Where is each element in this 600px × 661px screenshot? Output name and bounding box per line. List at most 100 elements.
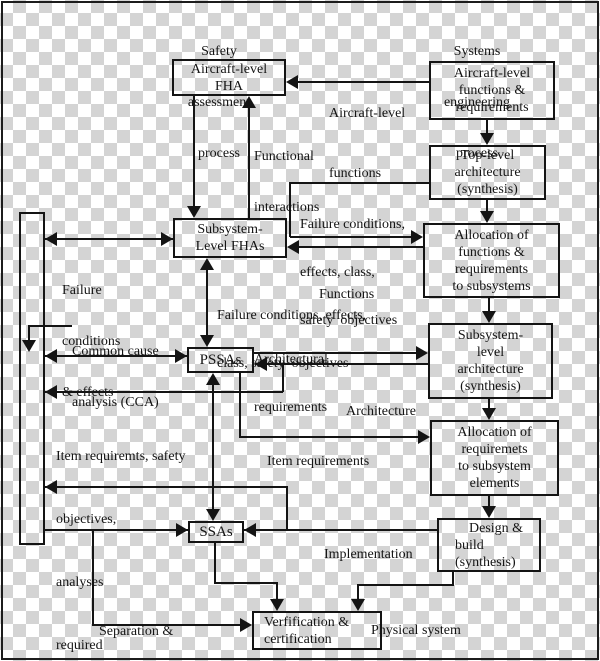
- label-line: Architecture: [346, 404, 416, 419]
- box-subsystem-level-fhas: Subsystem- Level FHAs: [173, 218, 287, 258]
- arrowhead-down-icon: [200, 335, 214, 347]
- arrowhead-down-icon: [482, 408, 496, 420]
- box-top-level-architecture: Top-level architecture (synthesis): [429, 145, 546, 200]
- connector-allocreq-to-design: [488, 496, 490, 508]
- box-text-line: functions &: [458, 244, 525, 260]
- connector-architectural-requirements: [254, 352, 418, 354]
- connector-funcreq-to-toparch: [486, 120, 488, 135]
- heading-systems-engineering-process: Systems engineering process: [424, 9, 530, 196]
- box-ssas: SSAs: [188, 521, 244, 543]
- connector-top-arch-branch-v: [289, 182, 291, 237]
- connector-physical-system-h: [358, 584, 454, 586]
- connector-bus-pssas-bidirectional: [45, 355, 187, 357]
- label-line: objectives,: [56, 512, 117, 527]
- connector-architecture-branch-v: [282, 363, 284, 392]
- box-text-line: Allocation of: [457, 425, 532, 440]
- label-line: Failure conditions,: [300, 217, 405, 232]
- label-architecture: Architecture: [346, 369, 416, 454]
- arrowhead-right-icon: [176, 523, 188, 537]
- box-text-line: Level FHAs: [195, 239, 265, 254]
- box-allocation-of-requirements: Allocation of requiremets to subsystem e…: [430, 420, 559, 496]
- box-text-line: architecture: [454, 165, 521, 180]
- label-physical-system: Physical system: [371, 588, 461, 661]
- connector-ssas-to-verification-v1: [214, 543, 216, 584]
- box-text-line: elements: [469, 476, 520, 491]
- connector-aircraft-functions: [298, 81, 429, 83]
- box-text-line: certification: [264, 631, 332, 647]
- label-aircraft-level-functions: Aircraft-level functions: [329, 64, 405, 224]
- box-verification-certification: Verfification & certification: [252, 611, 382, 650]
- connector-bus-fhas-bidirectional: [45, 238, 173, 240]
- label-item-requirements: Item requirements: [267, 419, 369, 504]
- box-aircraft-level-functions-requirements: Aircraft-level functions & requirements: [429, 61, 555, 120]
- box-text-line: Subsystem-: [457, 328, 524, 343]
- box-text-line: SSAs: [199, 523, 233, 540]
- heading-line: process: [198, 146, 240, 161]
- connector-architecture-to-pssas: [255, 363, 428, 365]
- box-text-line: Verfification &: [264, 614, 350, 630]
- box-text-line: (synthesis): [455, 554, 516, 570]
- connector-top-arch-branch-h: [290, 182, 429, 184]
- label-line: Failure conditions, effects,: [217, 308, 367, 323]
- arrowhead-down-icon: [22, 340, 36, 352]
- arrowhead-left-icon: [244, 523, 256, 537]
- arrowhead-right-icon: [240, 618, 252, 632]
- arrowhead-down-icon: [480, 133, 494, 145]
- box-text-line: to subsystems: [452, 278, 531, 294]
- label-line: Separation &: [99, 624, 174, 639]
- arrowhead-right-icon: [175, 349, 187, 363]
- heading-line: process: [456, 146, 498, 161]
- box-text-line: Allocation of: [454, 227, 529, 243]
- arrowhead-left-icon: [45, 232, 57, 246]
- arrowhead-right-icon: [418, 430, 430, 444]
- heading-safety-assessment-process: Safety assessment process: [170, 9, 268, 196]
- connector-separation-h: [92, 624, 240, 626]
- label-implementation: Implementation: [324, 512, 413, 597]
- connector-allocation-to-subsysarch: [488, 298, 490, 313]
- arrowhead-down-icon: [351, 599, 365, 611]
- arrowhead-down-icon: [482, 506, 496, 518]
- box-text-line: Aircraft-level: [190, 61, 268, 77]
- label-line: Item requiremts, safety: [56, 449, 186, 464]
- box-text-line: Subsystem-: [197, 222, 263, 237]
- connector-separation-v: [92, 529, 94, 626]
- label-failure-conditions-effects: Failure conditions & effects: [62, 248, 120, 435]
- box-text-line: level: [476, 345, 505, 360]
- box-text-line: requiremets: [461, 442, 528, 457]
- arrowhead-down-icon: [480, 211, 494, 223]
- label-line: & effects: [62, 385, 114, 400]
- label-line: interactions: [254, 200, 320, 215]
- box-pssas: PSSAs: [187, 347, 254, 373]
- box-text-line: requirements: [454, 261, 529, 277]
- connector-toparch-to-allocation: [486, 200, 488, 213]
- label-line: Implementation: [324, 547, 413, 562]
- connector-item-requirements-h: [239, 436, 420, 438]
- label-line: Functions: [319, 287, 375, 302]
- box-design-and-build: Design & build (synthesis): [437, 518, 541, 572]
- box-left-feedback-bus: [19, 212, 45, 545]
- arrowhead-down-icon: [270, 599, 284, 611]
- heading-line: Safety: [201, 44, 237, 59]
- box-text-line: (synthesis): [460, 379, 521, 394]
- label-line: effects, class,: [300, 265, 375, 280]
- label-line: Physical system: [371, 623, 461, 638]
- label-functional-interactions: Functional interactions: [254, 114, 319, 250]
- arrowhead-left-icon: [45, 385, 57, 399]
- label-line: conditions: [62, 334, 121, 349]
- connector-functional-interactions: [248, 106, 250, 218]
- label-architectural-requirements: Architectural requirements: [254, 320, 328, 448]
- label-line: Item requirements: [267, 454, 370, 469]
- heading-line: Systems: [453, 44, 501, 59]
- label-line: Aircraft-level: [329, 106, 406, 121]
- label-line: safety objectives: [300, 313, 398, 328]
- box-subsystem-level-architecture: Subsystem- level architecture (synthesis…: [428, 323, 553, 399]
- connector-pssas-ssas-bidirectional: [212, 377, 214, 517]
- label-line: requirements: [254, 400, 328, 415]
- connector-bus-to-ssas: [45, 529, 188, 531]
- connector-fha-to-subsystem-fhas: [193, 96, 195, 208]
- connector-item-requirements-v: [239, 373, 241, 438]
- connector-fhas-pssas-bidirectional: [206, 262, 208, 343]
- label-line: class, safety objectives: [217, 356, 349, 371]
- box-text-line: Top-level: [460, 148, 515, 163]
